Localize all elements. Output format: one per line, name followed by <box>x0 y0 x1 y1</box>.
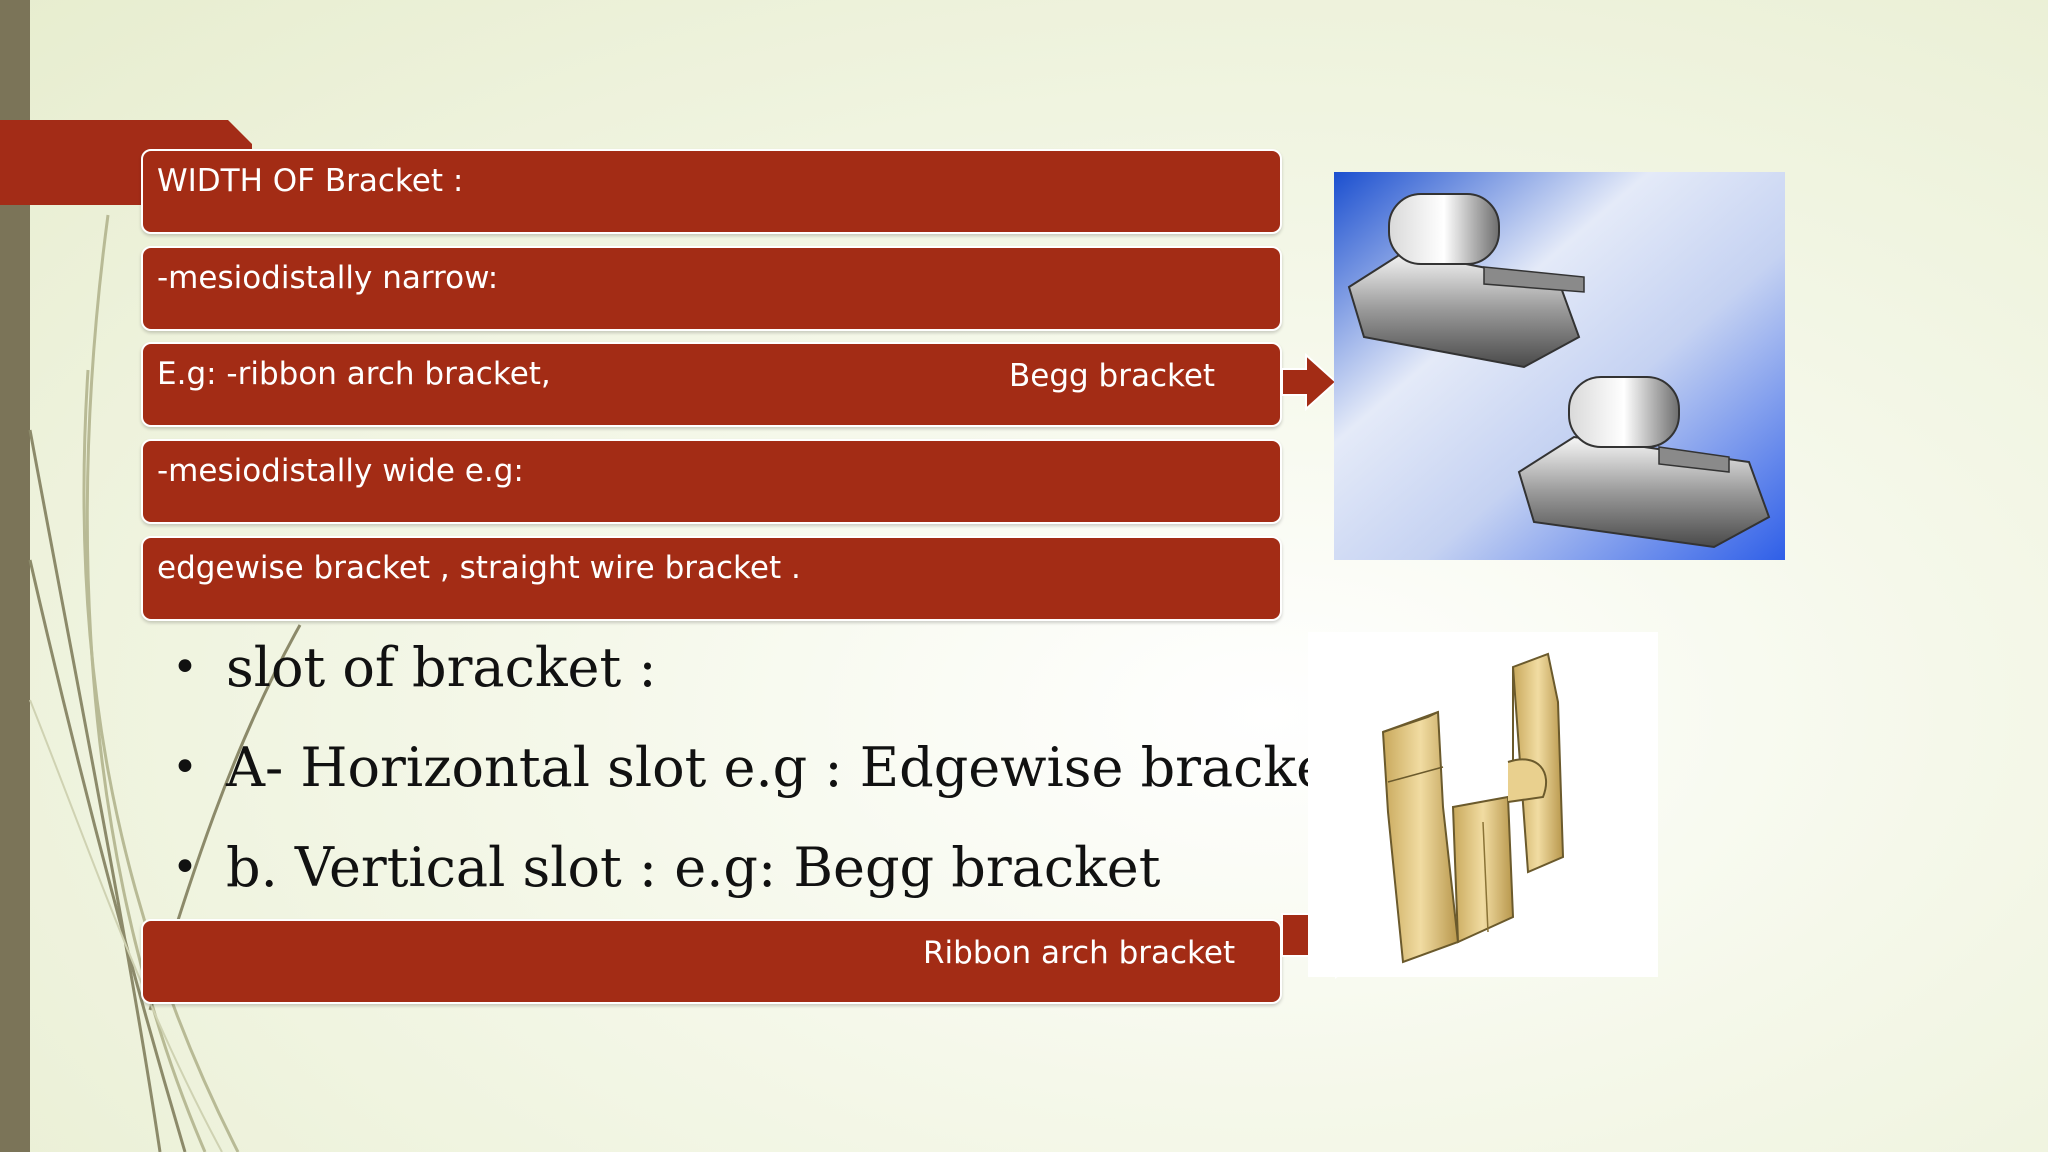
ribbon-caption-text: Ribbon arch bracket <box>923 935 1236 971</box>
narrow-box: -mesiodistally narrow: <box>141 246 1282 331</box>
example-box: E.g: -ribbon arch bracket, Begg bracket <box>141 342 1282 427</box>
narrow-text: -mesiodistally narrow: <box>157 260 499 296</box>
bullet-vertical-slot: b. Vertical slot : e.g: Begg bracket <box>172 828 1350 928</box>
wide-box: -mesiodistally wide e.g: <box>141 439 1282 524</box>
edgewise-box: edgewise bracket , straight wire bracket… <box>141 536 1282 621</box>
ribbon-caption-box: Ribbon arch bracket <box>141 919 1282 1004</box>
example-begg-text: Begg bracket <box>1009 358 1216 394</box>
width-heading-box: WIDTH OF Bracket : <box>141 149 1282 234</box>
wide-text: -mesiodistally wide e.g: <box>157 453 524 489</box>
ribbon-arch-bracket-image <box>1308 632 1658 977</box>
arrow-right-icon <box>1281 353 1338 411</box>
bullet-horizontal-slot: A- Horizontal slot e.g : Edgewise bracke… <box>172 728 1350 828</box>
example-ribbon-text: E.g: -ribbon arch bracket, <box>157 356 551 392</box>
bullet-slot-of-bracket: slot of bracket : <box>172 628 1350 728</box>
begg-bracket-image <box>1334 172 1785 560</box>
slot-bullet-list: slot of bracket : A- Horizontal slot e.g… <box>172 628 1350 928</box>
width-heading-text: WIDTH OF Bracket : <box>157 163 464 199</box>
edgewise-text: edgewise bracket , straight wire bracket… <box>157 550 801 586</box>
